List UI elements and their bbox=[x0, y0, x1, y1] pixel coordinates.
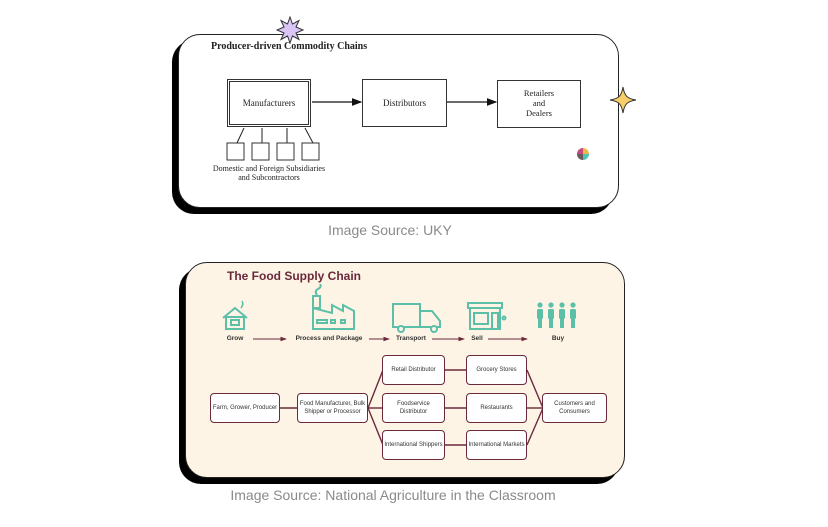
outlet-box: Restaurants bbox=[466, 393, 527, 423]
outlet-box: International Markets bbox=[466, 430, 527, 460]
subsidiary-box bbox=[301, 142, 320, 161]
stage-process-and-package: Process and Package bbox=[295, 335, 363, 342]
card-title: The Food Supply Chain bbox=[227, 269, 361, 283]
manufacturers-label: Manufacturers bbox=[242, 98, 296, 108]
truck-icon bbox=[392, 303, 441, 333]
manufacturers-box: Manufacturers bbox=[227, 79, 311, 127]
subsidiary-box bbox=[226, 142, 245, 161]
distributor-box: International Shippers bbox=[382, 430, 445, 460]
retailers-label: Retailers and Dealers bbox=[523, 88, 555, 118]
distributors-label: Distributors bbox=[382, 98, 426, 108]
factory-icon bbox=[312, 283, 355, 330]
stage-grow: Grow bbox=[226, 335, 244, 342]
chain-connectors bbox=[226, 98, 498, 161]
distributors-box: Distributors bbox=[362, 79, 447, 127]
producer-driven-chain-card: Producer-driven Commodity Chains Manufac… bbox=[178, 34, 619, 208]
subsidiary-box bbox=[276, 142, 295, 161]
manufacturer-box: Food Manufacturer, Bulk Shipper or Proce… bbox=[297, 393, 368, 423]
color-wheel-icon bbox=[577, 148, 589, 160]
subsidiaries-label: Domestic and Foreign Subsidiaries and Su… bbox=[212, 164, 326, 182]
consumers-box: Customers and Consumers bbox=[542, 393, 607, 423]
caption-naitc: Image Source: National Agriculture in th… bbox=[230, 487, 556, 503]
farm-box: Farm, Grower, Producer bbox=[210, 393, 280, 423]
subsidiary-box bbox=[251, 142, 270, 161]
card-title: Producer-driven Commodity Chains bbox=[211, 41, 368, 52]
retailers-box: Retailers and Dealers bbox=[497, 80, 581, 128]
stage-transport: Transport bbox=[396, 335, 426, 342]
distributor-box: Retail Distributor bbox=[382, 355, 445, 385]
food-chain-graphics bbox=[222, 283, 576, 446]
distributor-box: Foodservice Distributor bbox=[382, 393, 445, 423]
outlet-box: Grocery Stores bbox=[466, 355, 527, 385]
store-icon bbox=[467, 302, 507, 330]
purple-star-icon bbox=[275, 15, 305, 49]
food-supply-chain-card: The Food Supply Chain bbox=[185, 262, 625, 478]
stage-buy: Buy bbox=[551, 335, 565, 342]
house-icon bbox=[222, 300, 248, 330]
people-icon bbox=[537, 302, 576, 328]
stage-sell: Sell bbox=[471, 335, 483, 342]
caption-uky: Image Source: UKY bbox=[328, 222, 452, 238]
yellow-sparkle-icon bbox=[609, 86, 637, 119]
